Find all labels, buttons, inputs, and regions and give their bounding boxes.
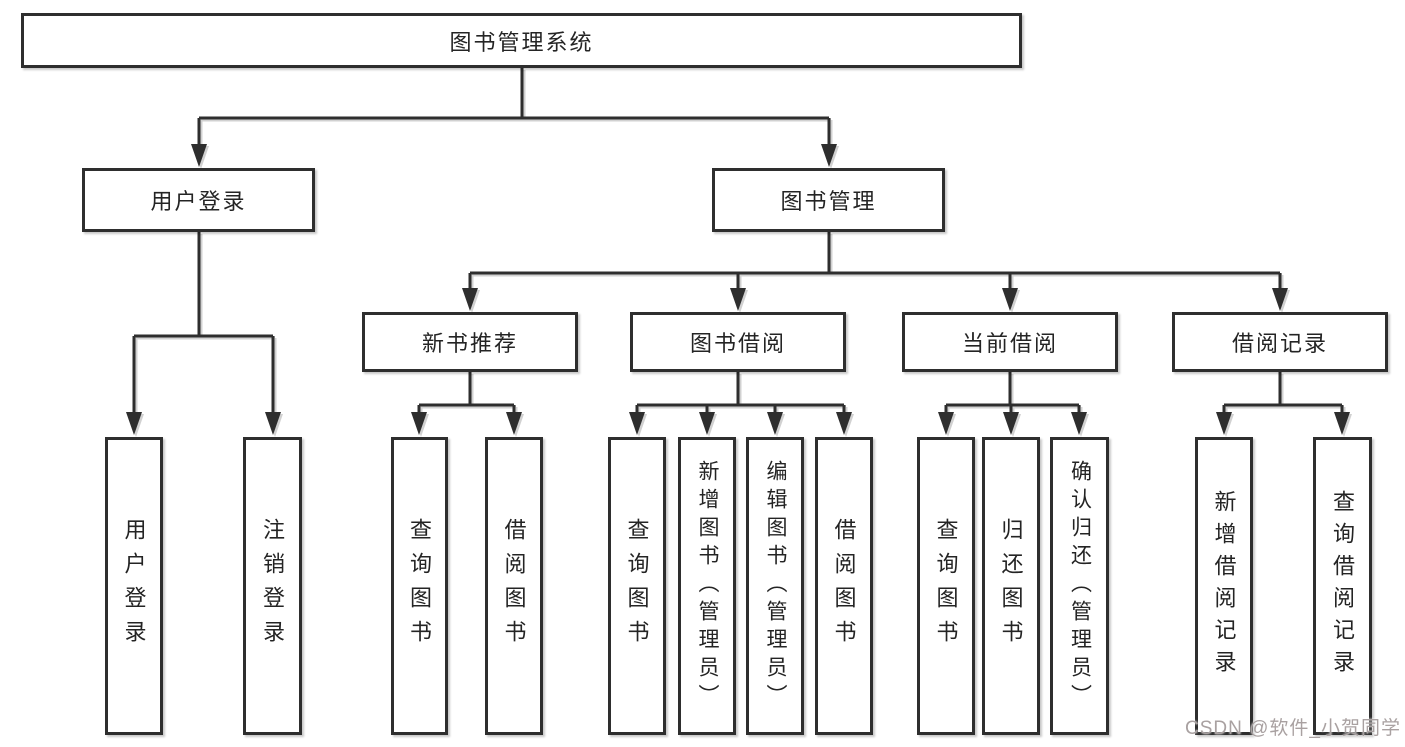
arrowhead-icon — [836, 412, 852, 435]
arrowheads — [126, 144, 1350, 435]
leaf-confirm-return-admin: 确认归还（管理员） — [1050, 437, 1109, 735]
leaf-query-books-recommend: 查询图书 — [391, 437, 448, 735]
node-label: 新书推荐 — [421, 331, 518, 356]
node-borrowing-records: 借阅记录 — [1172, 312, 1388, 372]
leaf-add-borrow-record: 新增借阅记录 — [1195, 437, 1253, 735]
arrowhead-icon — [191, 144, 207, 167]
leaf-label: 借阅图书 — [501, 518, 527, 654]
leaf-add-book-admin: 新增图书（管理员） — [678, 437, 736, 735]
leaf-user-login: 用户登录 — [105, 437, 163, 735]
leaf-label: 查询图书 — [407, 518, 433, 654]
arrowhead-icon — [265, 412, 281, 435]
node-library-management-system: 图书管理系统 — [21, 13, 1022, 68]
leaf-label: 新增图书（管理员） — [696, 460, 720, 712]
watermark: CSDN @软件_小贺同学 — [1185, 718, 1401, 739]
leaf-query-borrow-record: 查询借阅记录 — [1313, 437, 1372, 735]
leaf-label: 用户登录 — [121, 518, 147, 654]
arrowhead-icon — [126, 412, 142, 435]
arrowhead-icon — [462, 288, 478, 311]
node-book-borrowing: 图书借阅 — [630, 312, 846, 372]
arrowhead-icon — [1071, 412, 1087, 435]
leaf-label: 新增借阅记录 — [1211, 490, 1237, 682]
leaf-label: 查询借阅记录 — [1330, 490, 1356, 682]
arrowhead-icon — [821, 144, 837, 167]
arrowhead-icon — [1216, 412, 1232, 435]
leaf-label: 归还图书 — [998, 518, 1024, 654]
arrowhead-icon — [730, 288, 746, 311]
leaf-return-book: 归还图书 — [982, 437, 1040, 735]
node-label: 用户登录 — [150, 189, 247, 214]
node-label: 当前借阅 — [961, 331, 1058, 356]
node-label: 图书管理系统 — [449, 29, 594, 55]
node-user-login: 用户登录 — [82, 168, 315, 232]
arrowhead-icon — [506, 412, 522, 435]
arrowhead-icon — [1002, 288, 1018, 311]
node-label: 图书借阅 — [689, 331, 786, 356]
node-current-borrowing: 当前借阅 — [902, 312, 1118, 372]
leaf-label: 注销登录 — [260, 518, 286, 654]
leaf-label: 查询图书 — [933, 518, 959, 654]
leaf-query-books-current: 查询图书 — [917, 437, 975, 735]
arrowhead-icon — [629, 412, 645, 435]
leaf-query-books-borrow: 查询图书 — [608, 437, 666, 735]
arrowhead-icon — [1334, 412, 1350, 435]
arrowhead-icon — [767, 412, 783, 435]
node-book-management: 图书管理 — [712, 168, 945, 232]
leaf-borrow-books-borrow: 借阅图书 — [815, 437, 873, 735]
arrowhead-icon — [938, 412, 954, 435]
arrowhead-icon — [699, 412, 715, 435]
leaf-edit-book-admin: 编辑图书（管理员） — [746, 437, 804, 735]
leaf-label: 查询图书 — [624, 518, 650, 654]
node-new-book-recommend: 新书推荐 — [362, 312, 578, 372]
connector-lines — [132, 68, 1344, 413]
node-label: 图书管理 — [780, 189, 877, 214]
arrowhead-icon — [411, 412, 427, 435]
leaf-logout: 注销登录 — [243, 437, 302, 735]
arrowhead-icon — [1272, 288, 1288, 311]
leaf-borrow-books-recommend: 借阅图书 — [485, 437, 543, 735]
leaf-label: 借阅图书 — [831, 518, 857, 654]
arrowhead-icon — [1003, 412, 1019, 435]
leaf-label: 确认归还（管理员） — [1068, 460, 1092, 712]
leaf-label: 编辑图书（管理员） — [764, 460, 788, 712]
node-label: 借阅记录 — [1231, 331, 1328, 356]
